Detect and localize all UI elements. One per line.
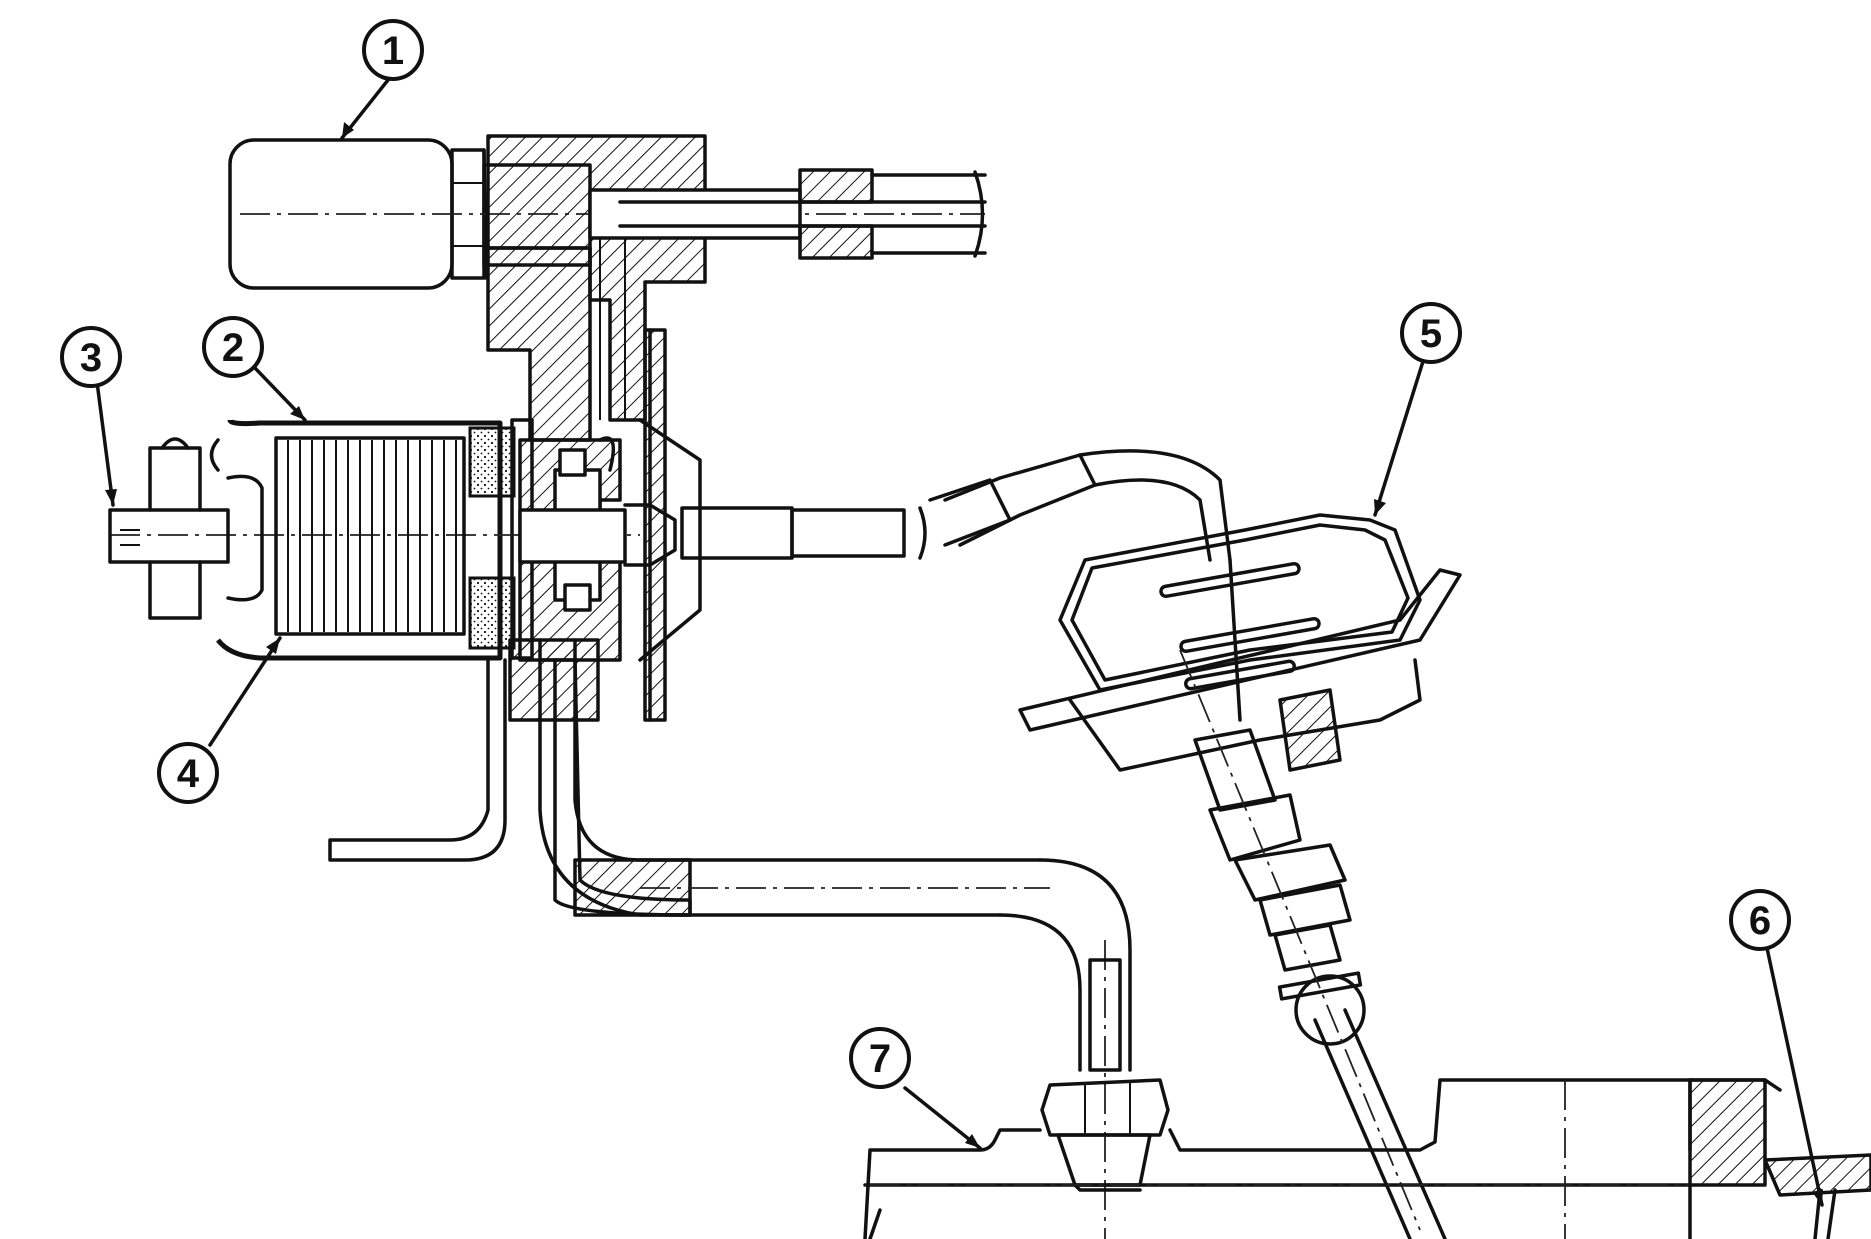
thermostat-actuator-part-5 xyxy=(1018,513,1462,1231)
engine-casting-part-7 xyxy=(863,1078,1871,1239)
control-rod xyxy=(1313,1008,1447,1239)
callout-2: 2 xyxy=(202,316,264,378)
callout-2-label: 2 xyxy=(222,326,244,370)
callout-7: 7 xyxy=(849,1027,911,1089)
capillary-tube-horizontal xyxy=(680,449,1232,562)
callout-6-label: 6 xyxy=(1749,899,1771,943)
valve-core xyxy=(518,328,702,722)
callout-5: 5 xyxy=(1400,302,1462,364)
lower-pipe xyxy=(508,638,1170,1239)
adjusting-screw-part-3 xyxy=(108,437,264,620)
callout-5-label: 5 xyxy=(1420,312,1442,356)
bellows-housing-part-2 xyxy=(110,418,640,661)
callout-6: 6 xyxy=(1729,889,1791,951)
valve-body-upper xyxy=(486,134,987,442)
callout-1-label: 1 xyxy=(382,29,404,73)
callout-1: 1 xyxy=(362,19,424,81)
callout-7-label: 7 xyxy=(869,1037,891,1081)
leader-lines xyxy=(95,73,1824,1207)
callout-4-label: 4 xyxy=(177,752,200,796)
callout-3-label: 3 xyxy=(80,336,102,380)
callout-4: 4 xyxy=(157,742,219,804)
bellows-part-4 xyxy=(274,436,466,636)
bellows-ribs xyxy=(287,440,457,632)
callout-3: 3 xyxy=(60,326,122,388)
mounting-bracket xyxy=(328,656,507,862)
